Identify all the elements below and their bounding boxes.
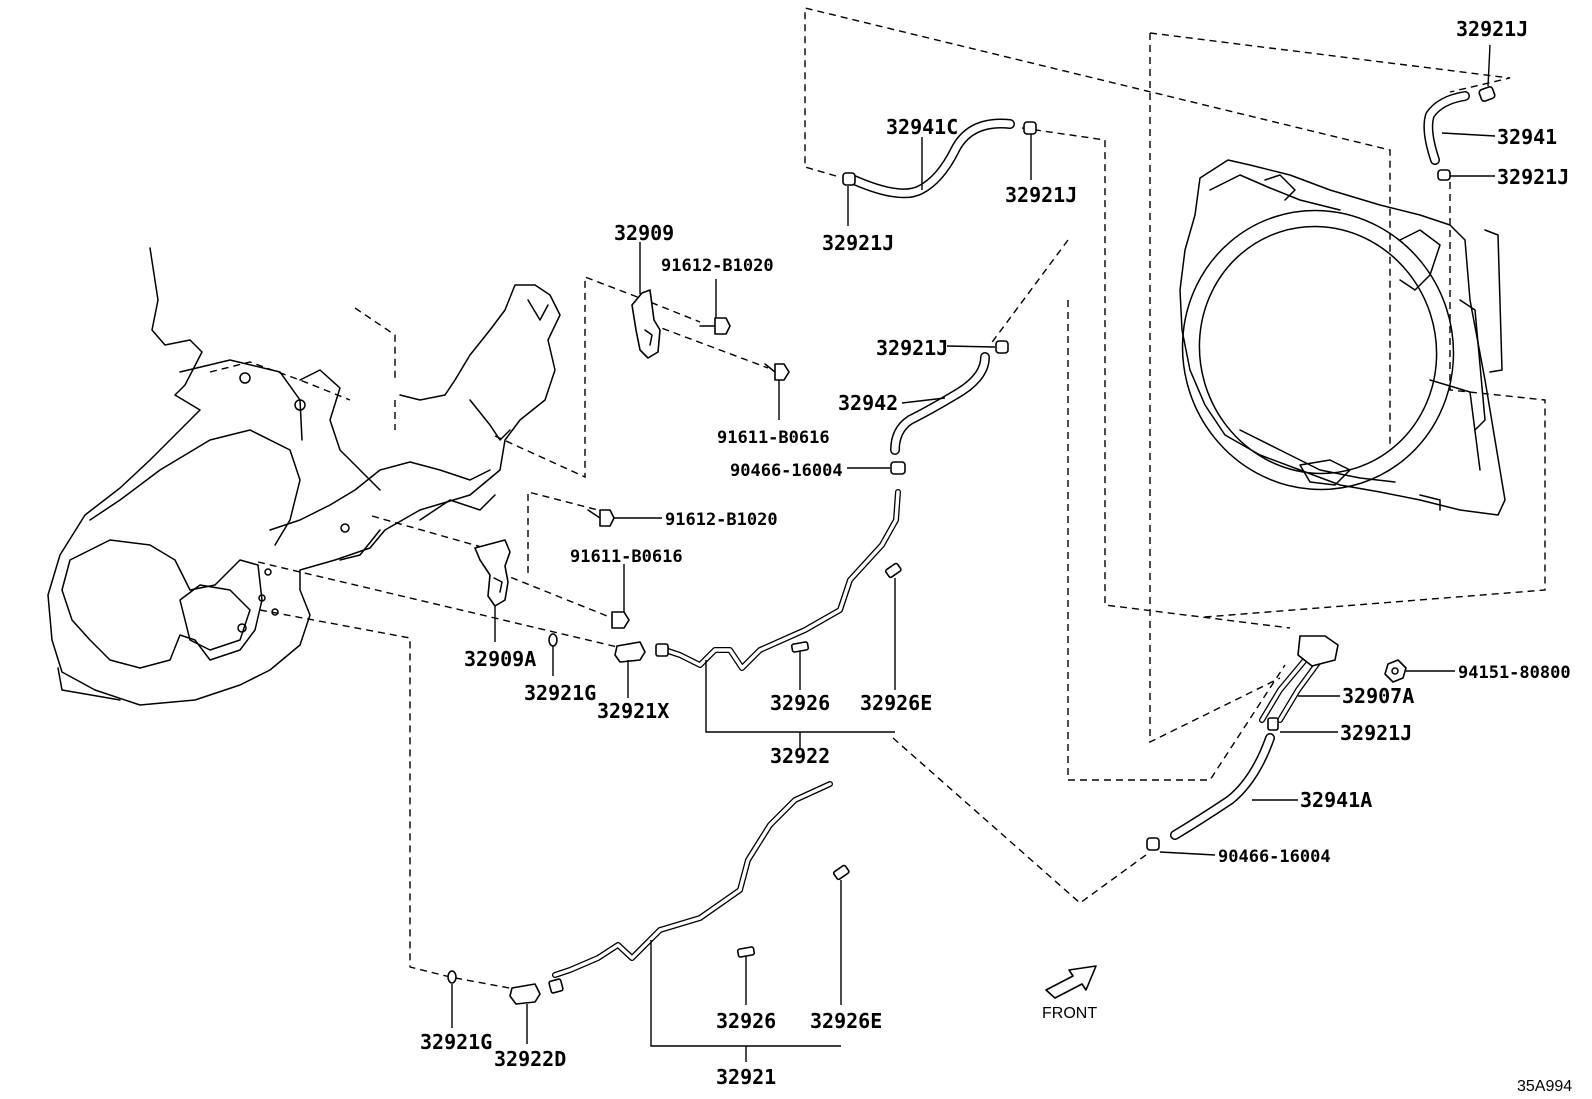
label-91612-B1020: 91612-B1020 [661, 256, 774, 276]
dashed-assembly-lines [209, 7, 1546, 991]
label-32921J: 32921J [822, 231, 894, 255]
label-32909: 32909 [614, 221, 674, 245]
hose-32941C [849, 118, 1015, 199]
label-32922: 32922 [770, 744, 830, 768]
label-32921G: 32921G [420, 1030, 492, 1054]
label-32921J: 32921J [1497, 165, 1569, 189]
label-32941C: 32941C [886, 115, 958, 139]
hose-32941A [1170, 733, 1275, 840]
label-32921J: 32921J [1005, 183, 1077, 207]
transmission-illustration [47, 247, 561, 706]
radiator-illustration [1179, 159, 1506, 516]
leader-lines [451, 44, 1496, 1062]
hose-32941 [1423, 91, 1470, 165]
label-32922D: 32922D [494, 1047, 566, 1071]
label-32926: 32926 [716, 1009, 776, 1033]
label-32921J: 32921J [1456, 17, 1528, 41]
label-32921J: 32921J [876, 336, 948, 360]
pipe-32922 [662, 489, 901, 671]
label-90466-16004: 90466-16004 [1218, 847, 1331, 867]
label-32941A: 32941A [1300, 788, 1372, 812]
label-32942: 32942 [838, 391, 898, 415]
front-label: FRONT [1042, 1005, 1097, 1022]
hoses-32907A [1259, 657, 1323, 723]
diagram-code: 35A994 [1517, 1078, 1572, 1095]
label-90466-16004: 90466-16004 [730, 461, 843, 481]
pipe-32921 [552, 781, 833, 978]
label-32921: 32921 [716, 1065, 776, 1089]
hose-32942 [890, 352, 990, 455]
label-32926E: 32926E [860, 691, 932, 715]
front-arrow-icon [1045, 965, 1097, 999]
label-32941: 32941 [1497, 125, 1557, 149]
label-91611-B0616: 91611-B0616 [717, 428, 830, 448]
label-94151-80800: 94151-80800 [1458, 663, 1571, 683]
label-91611-B0616: 91611-B0616 [570, 547, 683, 567]
label-32926: 32926 [770, 691, 830, 715]
label-32926E: 32926E [810, 1009, 882, 1033]
part-labels: 32921J 32941 32921J 32941C 32921J 32921J… [420, 17, 1572, 1095]
small-parts [447, 86, 1496, 1005]
label-91612-B1020: 91612-B1020 [665, 510, 778, 530]
label-32921X: 32921X [597, 699, 669, 723]
label-32909A: 32909A [464, 647, 536, 671]
label-32921J: 32921J [1340, 721, 1412, 745]
label-32907A: 32907A [1342, 684, 1414, 708]
label-32921G: 32921G [524, 681, 596, 705]
